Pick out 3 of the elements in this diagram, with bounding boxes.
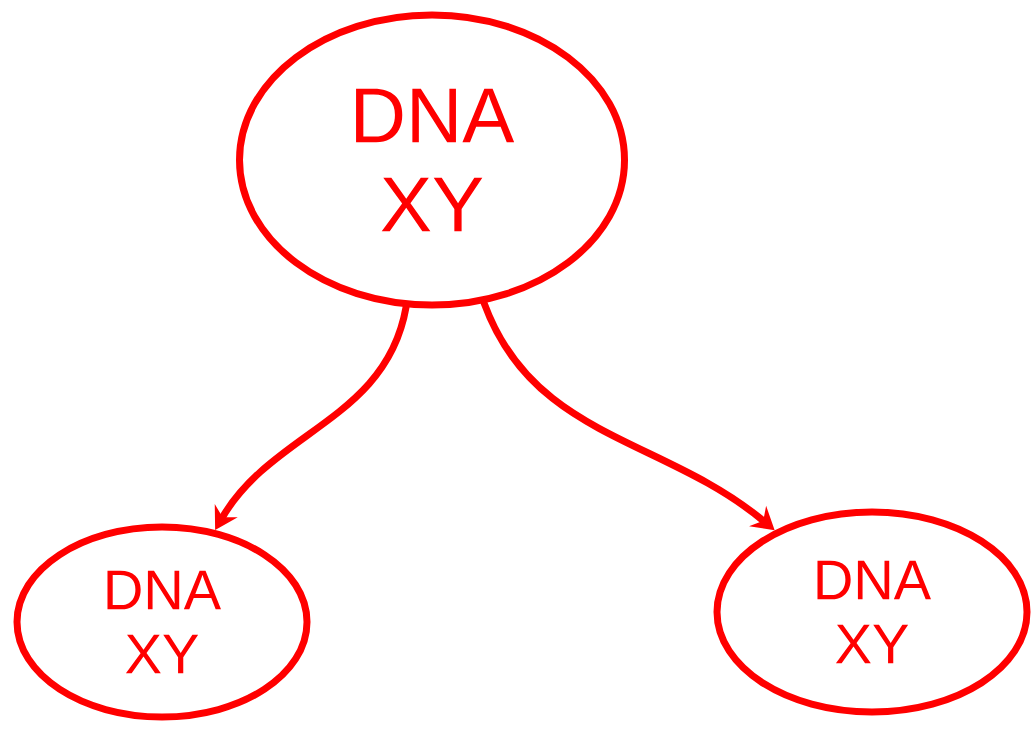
ellipse-node: DNA XY xyxy=(13,523,311,721)
ellipse-node: DNA XY xyxy=(713,508,1031,716)
ellipse-node: DNA XY xyxy=(236,11,628,309)
